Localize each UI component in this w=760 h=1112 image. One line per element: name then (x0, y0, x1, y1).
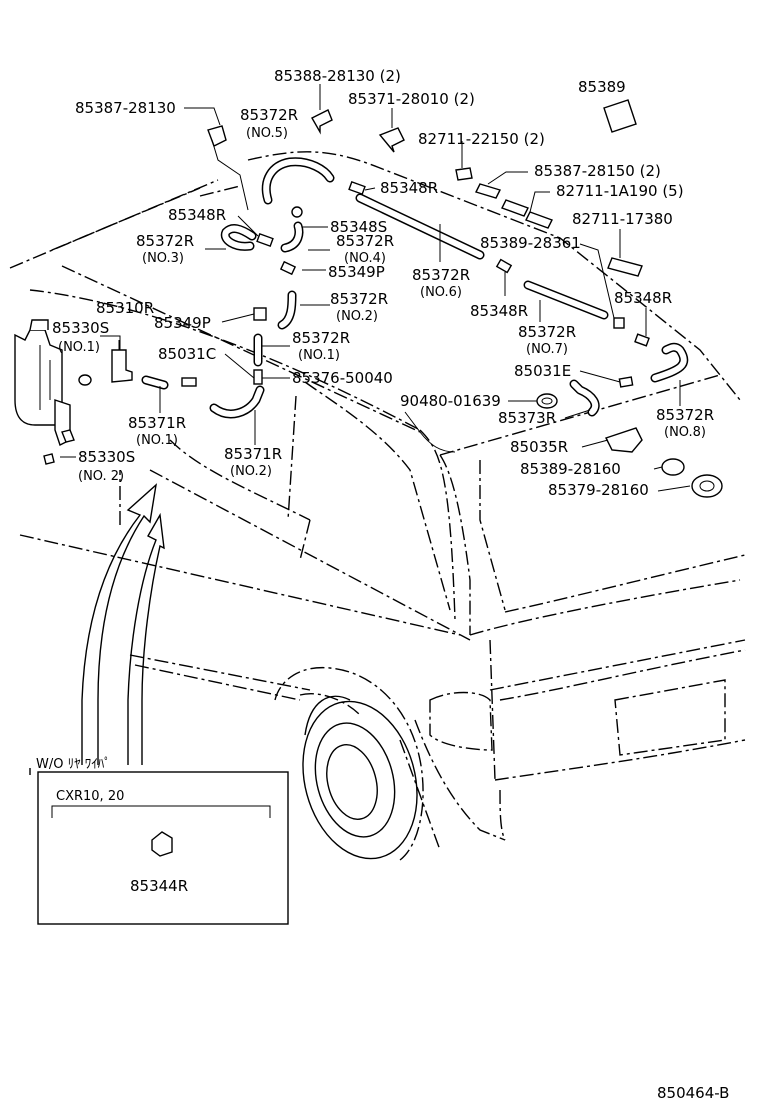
label-no3: (NO.3) (142, 251, 184, 266)
label-no4: (NO.4) (344, 251, 386, 266)
label-85348r-b: 85348R (168, 206, 226, 224)
label-85349p-b: 85349P (154, 314, 211, 332)
label-85344r: 85344R (130, 877, 188, 895)
label-85389: 85389 (578, 78, 626, 96)
leader-lines (60, 84, 691, 492)
label-85330s-2: 85330S (78, 448, 135, 466)
inset-model: CXR10, 20 (56, 789, 124, 804)
label-90480: 90480-01639 (400, 392, 501, 410)
clips-and-covers (207, 99, 723, 498)
label-85389-28361: 85389-28361 (480, 234, 581, 252)
label-85387-28150: 85387-28150 (2) (534, 162, 661, 180)
label-85330s-1: 85330S (52, 319, 109, 337)
label-no1b: (NO.1) (298, 348, 340, 363)
drawing-number: 850464-B (657, 1084, 729, 1102)
label-85372r-no4: 85372R (336, 232, 394, 250)
label-85031c: 85031C (158, 345, 216, 363)
label-85371: 85371-28010 (2) (348, 90, 475, 108)
label-82711-1a190: 82711-1A190 (5) (556, 182, 684, 200)
label-85372r-no1: 85372R (292, 329, 350, 347)
label-85372r-no8: 85372R (656, 406, 714, 424)
label-85372r-no7: 85372R (518, 323, 576, 341)
label-85348s: 85348S (330, 218, 387, 236)
label-no2b: (NO. 2) (78, 469, 124, 484)
label-85371r-1: 85371R (128, 414, 186, 432)
car-body-outline (9, 151, 746, 861)
label-85348r-d: 85348R (470, 302, 528, 320)
label-85372r-no3: 85372R (136, 232, 194, 250)
label-85031e: 85031E (514, 362, 571, 380)
part-85344r (151, 831, 173, 857)
label-85372r-no5: 85372R (240, 106, 298, 124)
washer-tank (14, 319, 92, 446)
label-no2: (NO.2) (336, 309, 378, 324)
label-85348r-a: 85348R (380, 179, 438, 197)
label-82711-17380: 82711-17380 (572, 210, 673, 228)
label-85371r-2: 85371R (224, 445, 282, 463)
label-no8: (NO.8) (664, 425, 706, 440)
label-85310r: 85310R (96, 299, 154, 317)
label-no1a: (NO.1) (58, 340, 100, 355)
label-85349p-a: 85349P (328, 263, 385, 281)
label-no1c: (NO.1) (136, 433, 178, 448)
label-no2c: (NO.2) (230, 464, 272, 479)
label-85388: 85388-28130 (2) (274, 67, 401, 85)
rear-wheel (302, 695, 418, 860)
inset-title: W/O ﾘﾔ ﾜｲﾊﾟ (36, 757, 111, 772)
label-no6: (NO.6) (420, 285, 462, 300)
screw-85330s-no2 (43, 453, 55, 465)
label-85379-28160: 85379-28160 (548, 481, 649, 499)
label-no7: (NO.7) (526, 342, 568, 357)
label-85348r-c: 85348R (614, 289, 672, 307)
hoses (141, 157, 689, 419)
label-no5: (NO.5) (246, 126, 288, 141)
label-85376: 85376-50040 (292, 369, 393, 387)
label-85372r-no2: 85372R (330, 290, 388, 308)
inset-box (29, 768, 289, 925)
label-85035r: 85035R (510, 438, 568, 456)
label-85389-28160: 85389-28160 (520, 460, 621, 478)
label-85387-28130: 85387-28130 (75, 99, 176, 117)
label-82711-22150: 82711-22150 (2) (418, 130, 545, 148)
part-labels: 85388-28130 (2) 85389 85387-28130 85372R… (36, 67, 729, 1102)
callout-arrow (81, 470, 165, 765)
label-85373r: 85373R (498, 409, 556, 427)
washer-pump (111, 340, 133, 383)
label-85372r-no6: 85372R (412, 266, 470, 284)
